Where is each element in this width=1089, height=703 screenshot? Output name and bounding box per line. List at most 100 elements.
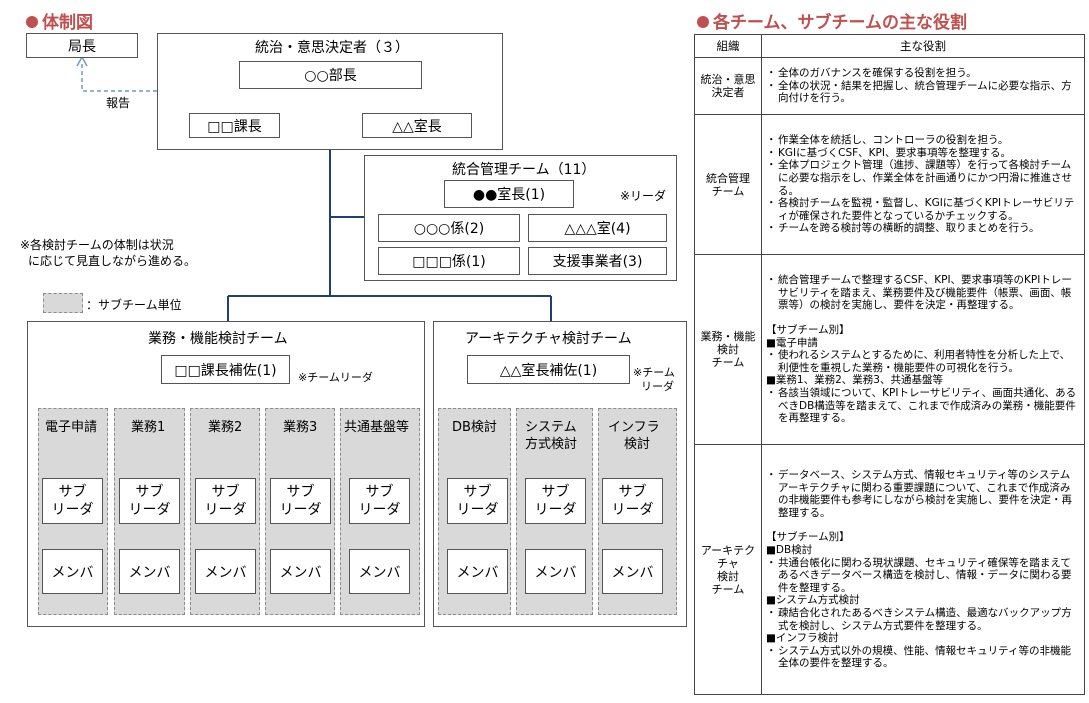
business-team-title: 業務・機能検討チーム [148, 331, 288, 347]
sub-leader-label: サブ [135, 484, 164, 500]
org-name-line: 統治・意思 [700, 73, 756, 86]
sub-leader-label: サブ [463, 484, 492, 500]
subteam-label: 業務1 [131, 420, 166, 435]
architecture-leader-note: ※チーム [633, 366, 675, 379]
org-name-line: 決定者 [711, 86, 745, 99]
integrated-leader-box: ●●室長(1) [444, 180, 574, 208]
org-name-line: チーム [711, 356, 745, 369]
subteam-label: 業務3 [283, 420, 318, 435]
subteam-legend-swatch [43, 293, 83, 313]
subteam-name: ■システム方式検討 [766, 594, 860, 607]
role-cell: 統合管理チームで整理するCSF、KPI、要求事項等のKPIトレーサビリティを踏ま… [761, 254, 1085, 445]
subteam-section-title: 【サブチーム別】 [766, 324, 850, 337]
subteam-label: 検討 [624, 437, 651, 452]
roles-heading: 各チーム、サブチームの主な役割 [697, 8, 967, 33]
sub-leader-label: サブ [541, 484, 570, 500]
org-name-line: チーム [711, 582, 745, 596]
sub-leader-label: リーダ [204, 502, 247, 518]
sub-leader-label: サブ [211, 484, 240, 500]
subteam-legend-label: ：サブチーム単位 [86, 298, 182, 312]
table-row: アーキテク チャ 検討 チーム データベース、システム方式、情報セキュリティ等の… [694, 444, 1085, 695]
sub-leader-label: サブ [58, 484, 87, 500]
kacho-box: □□課長 [189, 113, 280, 138]
role-bullet: KGIに基づくCSF、KPI、要求事項等を整理する。 [766, 147, 1080, 160]
col-role-header: 主な役割 [761, 34, 1085, 58]
integrated-member-label: ○○○係(2) [413, 221, 485, 237]
member-label: メンバ [51, 564, 94, 581]
sub-leader-label: リーダ [279, 502, 322, 518]
role-cell: 作業全体を統括し、コントローラの役割を担う。 KGIに基づくCSF、KPI、要求… [761, 114, 1085, 255]
org-chart-heading: 体制図 [26, 8, 93, 33]
member-label: メンバ [358, 564, 401, 581]
member-label: メンバ [456, 564, 499, 581]
subteam-section-title: 【サブチーム別】 [766, 531, 850, 544]
sub-leader-box: サブリーダ [42, 478, 103, 524]
role-cell: 全体のガバナンスを確保する役割を担う。 全体の状況・結果を把握し、統合管理チーム… [761, 57, 1085, 115]
subteam-name: ■DB検討 [766, 544, 813, 557]
org-name-line: 業務・機能 [700, 330, 756, 343]
role-bullet: チームを跨る検討等の横断的調整、取りまとめを行う。 [766, 222, 1080, 235]
table-row: 統合管理 チーム 作業全体を統括し、コントローラの役割を担う。 KGIに基づくC… [694, 114, 1085, 255]
role-bullet: 各該当領域について、KPIトレーサビリティ、画面共通化、あるべきDB構造等を踏ま… [766, 387, 1080, 425]
business-leader-label: □□課長補佐(1) [174, 362, 277, 379]
role-bullet: データベース、システム方式、情報セキュリティ等のシステムアーキテクチャに関わる重… [766, 469, 1080, 519]
sub-leader-label: リーダ [534, 502, 577, 518]
sub-leader-label: リーダ [128, 502, 171, 518]
integrated-member-box: ○○○係(2) [378, 214, 520, 242]
note-line: に応じて見直しながら進める。 [28, 254, 197, 268]
shitsucho-box: △△室長 [362, 113, 472, 138]
member-box: メンバ [525, 549, 586, 594]
member-label: メンバ [279, 564, 322, 581]
business-leader-note: ※チームリーダ [298, 371, 373, 384]
subteam-label: システム [525, 420, 577, 435]
integrated-leader-label: ●●室長(1) [472, 187, 546, 203]
sub-leader-label: リーダ [51, 502, 94, 518]
org-cell: 統治・意思 決定者 [694, 57, 762, 115]
shitsucho-label: △△室長 [392, 118, 442, 135]
org-cell: 統合管理 チーム [694, 114, 762, 255]
subteam-label: 方式検討 [525, 437, 578, 452]
role-bullet: 使われるシステムとするために、利用者特性を分析した上で、利便性を重視した業務・機… [766, 349, 1080, 374]
role-bullet: 全体のガバナンスを確保する役割を担う。 [766, 67, 1080, 80]
kacho-label: □□課長 [207, 118, 262, 135]
table-row: 統治・意思 決定者 全体のガバナンスを確保する役割を担う。 全体の状況・結果を把… [694, 57, 1085, 115]
report-label: 報告 [106, 96, 131, 110]
roles-heading-text: 各チーム、サブチームの主な役割 [713, 13, 967, 33]
architecture-team-title: アーキテクチャ検討チーム [465, 331, 632, 347]
sub-leader-label: サブ [365, 484, 394, 500]
member-box: メンバ [42, 549, 103, 594]
sub-leader-box: サブリーダ [525, 478, 586, 524]
sub-leader-box: サブリーダ [349, 478, 410, 524]
sub-leader-label: リーダ [358, 502, 401, 518]
role-bullet: 各検討チームを監視・監督し、KGIに基づくKPIトレーサビリティが確保された要件… [766, 197, 1080, 222]
org-chart-heading-text: 体制図 [42, 13, 93, 33]
col-org-header: 組織 [694, 34, 762, 58]
roles-header-row: 組織 主な役割 [694, 34, 1085, 58]
business-leader-box: □□課長補佐(1) [161, 355, 290, 384]
member-box: メンバ [602, 549, 663, 594]
sub-leader-box: サブリーダ [447, 478, 508, 524]
decision-makers-title: 統治・意思決定者（３） [255, 40, 409, 56]
role-cell: データベース、システム方式、情報セキュリティ等のシステムアーキテクチャに関わる重… [761, 444, 1085, 695]
subteam-label: 共通基盤等 [344, 420, 410, 435]
role-bullet: 全体プロジェクト管理（進捗、課題等）を行って各検討チームに必要な指示をし、作業全… [766, 159, 1080, 197]
table-row: 業務・機能 検討 チーム 統合管理チームで整理するCSF、KPI、要求事項等のK… [694, 254, 1085, 445]
integrated-leader-note: ※リーダ [620, 189, 667, 203]
subteam-name: ■電子申請 [766, 336, 818, 349]
architecture-leader-label: △△室長補佐(1) [499, 362, 598, 379]
director-general-label: 局長 [68, 38, 96, 55]
sub-leader-box: サブリーダ [119, 478, 180, 524]
bullet-dot-icon [26, 16, 38, 28]
bucho-label: ○○部長 [304, 68, 357, 84]
integrated-member-box: □□□係(1) [378, 247, 520, 275]
role-bullet: システム方式以外の規模、性能、情報セキュリティ等の非機能全体の要件を整理する。 [766, 645, 1080, 670]
subteam-name: ■業務1、業務2、業務3、共通基盤等 [766, 374, 943, 387]
sub-leader-box: サブリーダ [270, 478, 331, 524]
member-label: メンバ [204, 564, 247, 581]
member-label: メンバ [128, 564, 171, 581]
sub-leader-label: リーダ [456, 502, 499, 518]
sub-leader-label: サブ [618, 484, 647, 500]
integrated-member-label: △△△室(4) [564, 221, 631, 237]
sub-leader-box: サブリーダ [602, 478, 663, 524]
member-box: メンバ [447, 549, 508, 594]
